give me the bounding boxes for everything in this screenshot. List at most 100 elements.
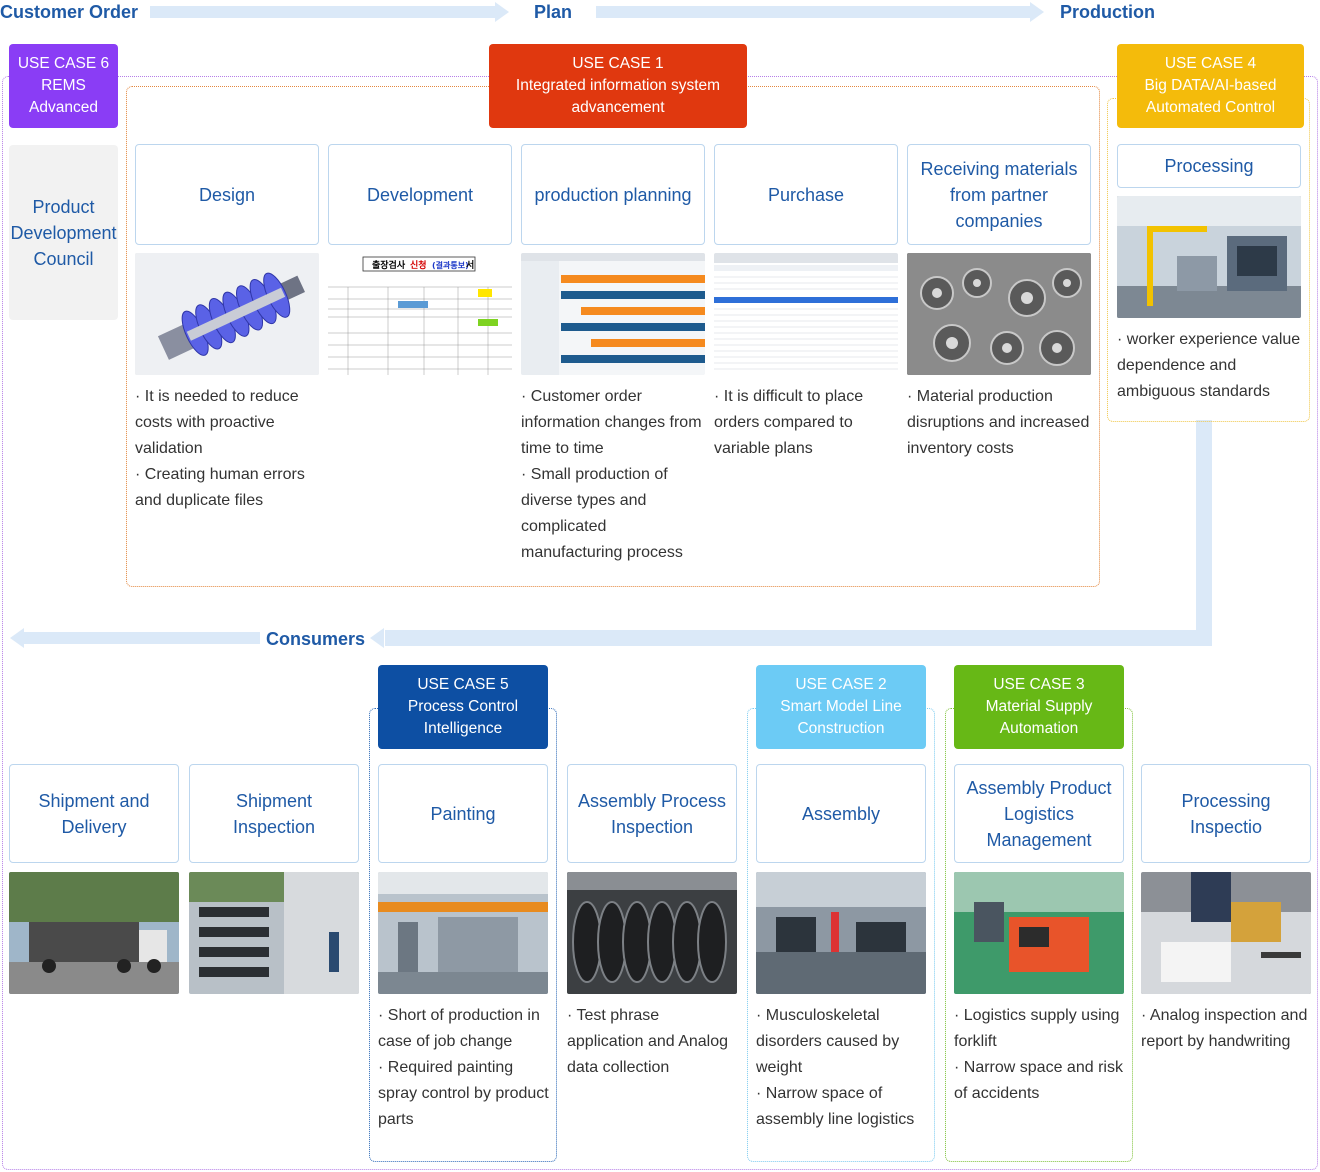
receiving-description: · Material production disruptions and in… [907, 384, 1097, 462]
process-label: Painting [430, 803, 496, 824]
process-label: Design [198, 184, 256, 205]
process-label: Processing [1164, 156, 1254, 176]
flow-arrow-head [10, 628, 24, 648]
process-box-development: Development [328, 144, 512, 245]
use-case-4-line2: Big DATA/AI-based [1144, 77, 1277, 94]
use-case-2-line3: Construction [797, 720, 885, 737]
design-cad-image [135, 253, 319, 375]
development-document-image: 출장검사 신청 (결과통보) 서 [328, 253, 512, 375]
use-case-3-line3: Automation [999, 720, 1079, 737]
assembly-desc-1: · Musculoskeletal disorders caused by we… [756, 1007, 900, 1076]
flow-label-consumers: Consumers [266, 629, 366, 649]
process-label: Processing Inspectio [1181, 790, 1271, 837]
purchase-desc-1: · It is difficult to place orders compar… [714, 388, 864, 457]
process-box-design: Design [135, 144, 319, 245]
use-case-6-line2: REMS [41, 77, 86, 94]
purchase-screenshot [714, 253, 898, 375]
use-case-2-title: USE CASE 2 [795, 676, 887, 693]
process-label: Receiving materials from partner compani… [920, 158, 1078, 231]
doc-title-c: (결과통보) [432, 260, 469, 270]
design-desc-1: · It is needed to reduce costs with proa… [135, 388, 299, 457]
processing-inspection-description: · Analog inspection and report by handwr… [1141, 1003, 1311, 1055]
process-box-assembly-process-inspection: Assembly Process Inspection [567, 764, 737, 863]
process-box-production-planning: production planning [521, 144, 705, 245]
use-case-5-title: USE CASE 5 [417, 676, 509, 693]
use-case-6-badge: USE CASE 6 REMS Advanced [9, 44, 118, 128]
logistics-desc-1: · Logistics supply using forklift [954, 1007, 1120, 1050]
use-case-5-badge: USE CASE 5 Process Control Intelligence [378, 665, 548, 749]
planning-desc-2: · Small production of diverse types and … [521, 466, 683, 561]
use-case-4-line3: Automated Control [1145, 99, 1276, 116]
logistics-desc-2: · Narrow space and risk of accidents [954, 1059, 1123, 1102]
use-case-6-line3: Advanced [29, 99, 98, 116]
use-case-1-line2: Integrated information system [515, 77, 721, 94]
processing-inspection-desc-1: · Analog inspection and report by handwr… [1141, 1007, 1308, 1050]
assembly-inspection-description: · Test phrase application and Analog dat… [567, 1003, 737, 1081]
flow-label-production: Production [1060, 2, 1155, 22]
painting-desc-1: · Short of production in case of job cha… [378, 1007, 540, 1050]
use-case-1-line3: advancement [571, 99, 665, 116]
assembly-desc-2: · Narrow space of assembly line logistic… [756, 1085, 915, 1128]
flow-label-customer-order: Customer Order [0, 2, 139, 22]
flow-arrow-head [370, 628, 384, 648]
product-development-council: Product Development Council [9, 145, 118, 320]
production-planning-screenshot [521, 253, 705, 375]
processing-factory-photo [1117, 196, 1301, 318]
use-case-5-line2: Process Control [407, 698, 519, 715]
process-box-processing-inspection: Processing Inspectio [1141, 764, 1311, 863]
assembly-description: · Musculoskeletal disorders caused by we… [756, 1003, 932, 1133]
use-case-1-badge: USE CASE 1 Integrated information system… [489, 44, 747, 128]
process-box-painting: Painting [378, 764, 548, 863]
logistics-agv-photo [954, 872, 1124, 994]
use-case-4-title: USE CASE 4 [1164, 55, 1257, 72]
painting-desc-2: · Required painting spray control by pro… [378, 1059, 549, 1128]
use-case-2-line2: Smart Model Line [780, 698, 902, 715]
flow-arrow-bar [24, 632, 260, 644]
assembly-inspection-photo [567, 872, 737, 994]
purchase-description: · It is difficult to place orders compar… [714, 384, 898, 462]
receiving-desc-1: · Material production disruptions and in… [907, 388, 1090, 457]
use-case-6-title: USE CASE 6 [17, 55, 110, 72]
processing-description: · worker experience value dependence and… [1117, 327, 1301, 405]
doc-title-b: 신청 [410, 259, 427, 271]
process-box-assembly-logistics: Assembly Product Logistics Management [954, 764, 1124, 863]
process-box-purchase: Purchase [714, 144, 898, 245]
flow-arrow-head [1030, 2, 1044, 22]
painting-description: · Short of production in case of job cha… [378, 1003, 554, 1133]
processing-desc-1: · worker experience value dependence and… [1117, 331, 1301, 400]
process-label: production planning [534, 184, 692, 205]
design-description: · It is needed to reduce costs with proa… [135, 384, 319, 514]
use-case-3-badge: USE CASE 3 Material Supply Automation [954, 665, 1124, 749]
use-case-3-line2: Material Supply [985, 698, 1093, 715]
flow-connector-horizontal [385, 630, 1212, 646]
use-case-2-badge: USE CASE 2 Smart Model Line Construction [756, 665, 926, 749]
painting-line-photo [378, 872, 548, 994]
process-box-shipment-delivery: Shipment and Delivery [9, 764, 179, 863]
use-case-5-line3: Intelligence [423, 720, 503, 737]
flow-arrow-bar [150, 6, 495, 18]
shipment-inspection-photo [189, 872, 359, 994]
processing-inspection-photo [1141, 872, 1311, 994]
council-line2: Development [10, 222, 117, 243]
design-desc-2: · Creating human errors and duplicate fi… [135, 466, 305, 509]
process-box-receiving: Receiving materials from partner compani… [907, 144, 1091, 245]
production-planning-description: · Customer order information changes fro… [521, 384, 705, 566]
process-label: Shipment Inspection [232, 790, 316, 837]
flow-label-plan: Plan [534, 2, 573, 22]
process-label: Purchase [767, 184, 845, 205]
process-label: Assembly Process Inspection [577, 790, 727, 837]
use-case-1-title: USE CASE 1 [572, 55, 664, 72]
planning-desc-1: · Customer order information changes fro… [521, 388, 702, 457]
logistics-description: · Logistics supply using forklift · Narr… [954, 1003, 1124, 1107]
council-line1: Product [32, 196, 95, 217]
process-label: Development [366, 184, 474, 205]
shipment-truck-photo [9, 872, 179, 994]
process-label: Assembly [801, 803, 881, 824]
process-box-shipment-inspection: Shipment Inspection [189, 764, 359, 863]
flow-arrow-head [495, 2, 509, 22]
doc-title-a: 출장검사 [372, 259, 406, 271]
process-label: Assembly Product Logistics Management [966, 777, 1112, 850]
flow-arrow-bar [596, 6, 1030, 18]
assembly-inspection-desc-1: · Test phrase application and Analog dat… [567, 1007, 729, 1076]
assembly-line-photo [756, 872, 926, 994]
